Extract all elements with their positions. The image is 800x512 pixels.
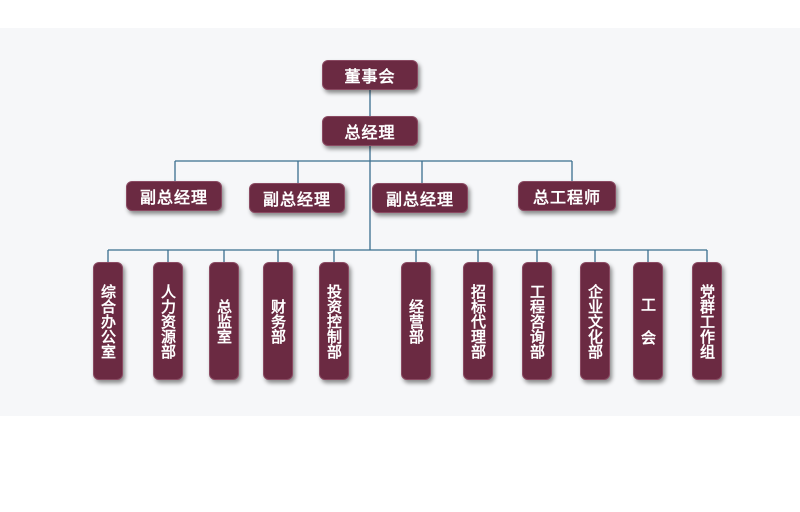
node-dept-general-office: 综合办公室 [93, 262, 123, 380]
node-dept-corporate-culture: 企业文化部 [580, 262, 610, 380]
node-general-manager: 总经理 [322, 116, 418, 146]
node-dept-bidding-agency: 招标代理部 [463, 262, 493, 380]
node-dept-trade-union: 工 会 [633, 262, 663, 380]
node-chief-engineer: 总工程师 [518, 181, 616, 211]
node-deputy-gm-1: 副总经理 [126, 181, 222, 211]
node-dept-party-group: 党群工作组 [692, 262, 722, 380]
node-board: 董事会 [322, 60, 418, 90]
node-dept-engineering-consulting: 工程咨询部 [522, 262, 552, 380]
node-dept-finance: 财务部 [263, 262, 293, 380]
node-deputy-gm-2: 副总经理 [249, 183, 345, 213]
chart-background [0, 28, 800, 416]
node-dept-human-resources: 人力资源部 [153, 262, 183, 380]
node-dept-supervision: 总监室 [209, 262, 239, 380]
node-dept-business: 经营部 [401, 262, 431, 380]
node-dept-investment-control: 投资控制部 [319, 262, 349, 380]
node-deputy-gm-3: 副总经理 [372, 183, 468, 213]
